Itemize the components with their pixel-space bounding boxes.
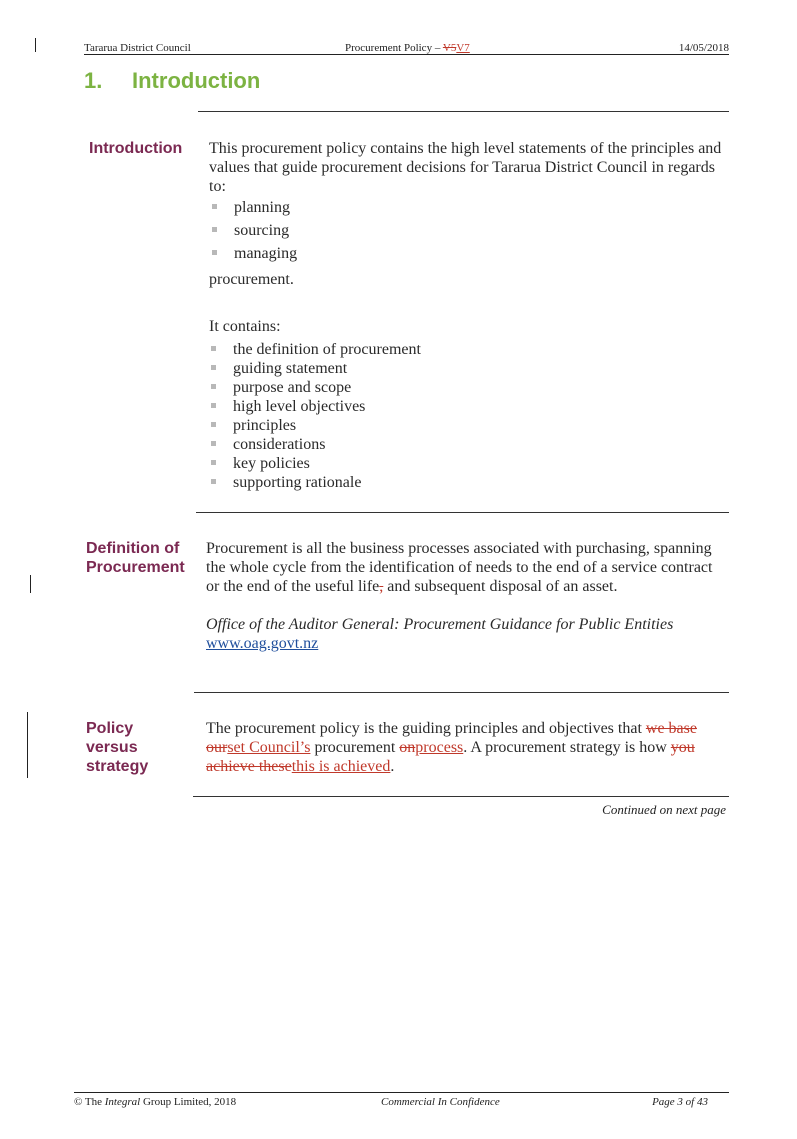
change-bar-policy — [27, 712, 28, 778]
policy-deleted-3: you achieve these — [206, 739, 695, 775]
header-inserted-version: V7 — [456, 42, 470, 54]
footer-page-number-text: Page 3 of 43 — [652, 1096, 708, 1108]
policy-text-2: procurement — [310, 739, 400, 756]
footer-confidentiality-text: Commercial In Confidence — [381, 1096, 500, 1108]
list-item: guiding statement — [208, 359, 708, 378]
header-doc-title: Procurement Policy – — [345, 42, 443, 54]
section-title: 1. Introduction — [84, 68, 260, 94]
policy-label-line2: versus — [86, 739, 138, 756]
policy-inserted-3: this is achieved — [291, 758, 391, 775]
introduction-rule — [196, 512, 729, 513]
footer-copyright: © The Integral Group Limited, 2018 — [74, 1096, 236, 1108]
definition-citation: Office of the Auditor General: Procureme… — [206, 616, 674, 633]
policy-rule — [193, 796, 729, 797]
list-item: planning — [209, 196, 729, 219]
footer-copyright-italic: Integral — [104, 1096, 141, 1108]
footer-confidentiality: Commercial In Confidence — [381, 1096, 500, 1108]
list-item: key policies — [208, 454, 708, 473]
list-item: sourcing — [209, 219, 729, 242]
list-item: the definition of procurement — [208, 340, 708, 359]
introduction-lead: This procurement policy contains the hig… — [209, 140, 722, 195]
list-item: considerations — [208, 435, 708, 454]
list-item: managing — [209, 242, 729, 265]
policy-label-line3: strategy — [86, 758, 149, 775]
definition-text-part1: Procurement is all the business processe… — [206, 540, 713, 595]
policy-text-3: . A procurement strategy is how — [463, 739, 671, 756]
definition-text-part2: and subsequent disposal of an asset. — [383, 578, 618, 595]
change-bar-definition — [30, 575, 31, 593]
list-item: purpose and scope — [208, 378, 708, 397]
policy-text-1: The procurement policy is the guiding pr… — [206, 720, 646, 737]
contains-list: the definition of procurement guiding st… — [208, 340, 708, 492]
regards-list: planning sourcing managing — [209, 196, 729, 265]
definition-rule — [194, 692, 729, 693]
header-rule — [84, 54, 729, 55]
definition-text: Procurement is all the business processe… — [206, 539, 726, 596]
header-center: Procurement Policy – V5V7 — [345, 42, 470, 54]
header-deleted-version: V5 — [442, 42, 457, 54]
list-item: high level objectives — [208, 397, 708, 416]
section-number: 1. — [84, 68, 103, 93]
change-bar-header — [35, 38, 36, 52]
policy-text: The procurement policy is the guiding pr… — [206, 719, 730, 776]
policy-text-4: . — [390, 758, 395, 775]
policy-deleted-1: we base our — [206, 720, 697, 756]
contains-list-wrap: the definition of procurement guiding st… — [208, 340, 708, 492]
footer-copyright-prefix: © The — [74, 1096, 105, 1108]
title-rule — [198, 111, 729, 112]
definition-label: Definition of Procurement — [86, 539, 185, 577]
footer-copyright-suffix: Group Limited, 2018 — [140, 1096, 237, 1108]
policy-body: The procurement policy is the guiding pr… — [206, 719, 730, 776]
after-list-text: procurement. — [209, 271, 294, 288]
definition-deleted-comma: , — [379, 578, 384, 595]
definition-label-line1: Definition of — [86, 540, 180, 557]
policy-label: Policy versus strategy — [86, 719, 148, 776]
section-title-text: Introduction — [132, 68, 261, 93]
contains-lead: It contains: — [209, 318, 281, 335]
policy-inserted-2: process — [415, 739, 464, 756]
definition-body: Procurement is all the business processe… — [206, 539, 726, 653]
policy-inserted-1: set Council’s — [227, 739, 311, 756]
header-left: Tararua District Council — [84, 42, 191, 54]
definition-label-line2: Procurement — [86, 559, 185, 576]
introduction-body: This procurement policy contains the hig… — [209, 139, 729, 265]
header-date: 14/05/2018 — [678, 42, 729, 54]
footer-page-number: Page 3 of 43 — [652, 1096, 708, 1108]
continued-note: Continued on next page — [602, 802, 726, 817]
footer-rule — [74, 1092, 729, 1093]
list-item: supporting rationale — [208, 473, 708, 492]
list-item: principles — [208, 416, 708, 435]
oag-link[interactable]: www.oag.govt.nz — [206, 635, 319, 652]
policy-label-line1: Policy — [86, 720, 134, 737]
introduction-label: Introduction — [89, 140, 183, 157]
policy-deleted-2: on — [399, 739, 416, 756]
